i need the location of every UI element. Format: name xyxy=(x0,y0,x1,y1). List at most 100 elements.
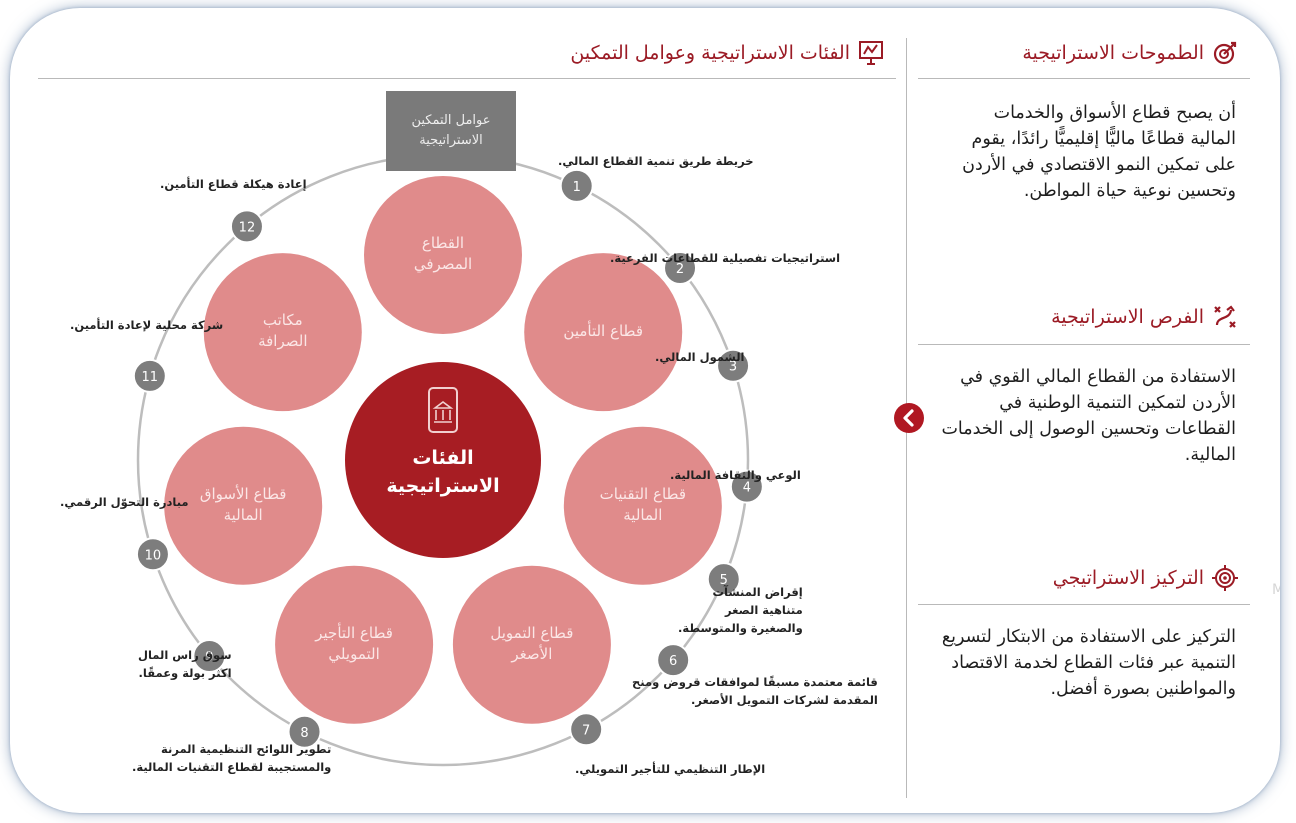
petal-label-line1: قطاع التمويل xyxy=(490,623,574,642)
enabler-badge xyxy=(729,469,764,504)
bank-phone-icon xyxy=(428,387,458,433)
enabler-label: إقراض المنشآت متناهية الصغر والصغيرة والمت… xyxy=(678,583,803,637)
enabler-number: 3 xyxy=(729,360,737,375)
enabler-number: 7 xyxy=(582,723,590,738)
enabler-badge xyxy=(559,168,594,203)
enabler-label-line: سوق راس المال xyxy=(138,648,232,662)
enabler-number: 9 xyxy=(205,650,213,665)
ambitions-heading: الطموحات الاستراتيجية xyxy=(1022,40,1238,66)
enabler-label-line: إعادة هيكلة قطاع التأمين. xyxy=(160,177,307,191)
focus-heading: التركيز الاستراتيجي xyxy=(1053,565,1238,591)
enabler-label-line: إقراض المنشآت xyxy=(712,585,803,599)
enabler-label: مبادرة التحوّل الرقمي. xyxy=(60,493,189,511)
enabler-number: 11 xyxy=(142,370,159,385)
slide-card: الطموحات الاستراتيجية أن يصبح قطاع الأسو… xyxy=(10,8,1280,813)
petal-label-line1: قطاع التأمين xyxy=(563,322,643,341)
petal-label: قطاع التمويل الأصغر xyxy=(477,623,587,665)
petal-circle xyxy=(364,176,522,334)
enabler-label-line: الشمول المالي. xyxy=(655,350,745,364)
enabler-label-line: الإطار التنظيمي للتأجير التمويلي. xyxy=(575,762,766,776)
enabler-label-line: قائمة معتمدة مسبقًا لموافقات قروض ومنح xyxy=(632,675,878,689)
enabler-label-line: خريطة طريق تنمية القطاع المالي. xyxy=(558,154,754,168)
enabler-badge xyxy=(656,643,691,678)
enabler-badge xyxy=(229,209,264,244)
strategy-play-icon xyxy=(1214,305,1236,328)
diagram-title: الفئات الاستراتيجية وعوامل التمكين xyxy=(570,42,850,64)
enablers-box-line1: عوامل التمكين xyxy=(411,113,491,128)
bank-glyph xyxy=(432,401,454,423)
enablers-box: عوامل التمكين الاستراتيجية xyxy=(386,91,516,171)
enabler-badge xyxy=(135,537,170,572)
enabler-badge xyxy=(287,714,322,749)
enabler-label-line: استراتيجيات تفصيلية للقطاعات الفرعية. xyxy=(610,251,841,265)
enabler-number: 6 xyxy=(669,654,677,669)
petal-circle xyxy=(563,426,722,585)
ambitions-divider xyxy=(918,78,1250,79)
enabler-label-line: شركة محلية لإعادة التأمين. xyxy=(70,318,224,332)
enabler-label-line: المقدمة لشركات التمويل الأصغر. xyxy=(691,693,878,707)
chevron-left-icon xyxy=(903,409,914,427)
petal-label-line1: قطاع التأجير xyxy=(315,623,393,642)
enabler-number: 8 xyxy=(300,726,308,741)
focus-text: التركيز على الاستفادة من الابتكار لتسريع… xyxy=(941,627,1236,699)
petal-label-line2: الأصغر xyxy=(511,644,553,663)
petal-circle xyxy=(203,253,362,412)
enabler-label-line: اكثر بولة وعمقًا. xyxy=(138,666,232,680)
opportunities-title: الفرص الاستراتيجية xyxy=(1051,306,1204,328)
target-arrow-icon xyxy=(1213,41,1237,65)
enabler-label: شركة محلية لإعادة التأمين. xyxy=(70,316,223,334)
enabler-label: خريطة طريق تنمية القطاع المالي. xyxy=(558,152,754,170)
enabler-label: إعادة هيكلة قطاع التأمين. xyxy=(160,175,307,193)
enabler-badge xyxy=(569,712,604,747)
petal-label-line2: المصرفي xyxy=(413,255,473,273)
ambitions-text: أن يصبح قطاع الأسواق والخدمات المالية قط… xyxy=(962,103,1236,201)
enabler-badge xyxy=(663,251,698,286)
focus-title: التركيز الاستراتيجي xyxy=(1052,567,1204,589)
petal-label: قطاع التأجير التمويلي xyxy=(299,623,409,665)
petal-label-line1: قطاع التقنيات xyxy=(599,484,686,503)
center-label-line1: الفئات xyxy=(412,447,474,469)
enabler-badge xyxy=(192,639,227,674)
ghost-letter: M xyxy=(1272,582,1280,598)
enabler-label-line: مبادرة التحوّل الرقمي. xyxy=(60,495,189,509)
petal-circle xyxy=(275,565,434,724)
enabler-number: 1 xyxy=(573,180,581,195)
opportunities-text: الاستفادة من القطاع المالي القوي في الأر… xyxy=(941,367,1236,465)
enabler-label: سوق راس المال اكثر بولة وعمقًا. xyxy=(138,646,232,682)
enabler-number: 5 xyxy=(720,573,728,588)
center-label-line2: الاستراتيجية xyxy=(386,475,500,497)
enabler-number: 12 xyxy=(239,220,256,235)
petal-label-line2: المالية xyxy=(223,505,263,524)
enabler-label-line: والصغيرة والمتوسطة. xyxy=(678,621,803,635)
opportunities-divider xyxy=(918,344,1250,345)
presentation-board-icon xyxy=(859,41,883,65)
diagram-divider xyxy=(38,78,896,79)
enabler-label: تطوير اللوائح التنظيمية المرنة والمستجيبة… xyxy=(132,740,331,776)
enabler-badge xyxy=(716,348,751,383)
petal-label: قطاع التأمين xyxy=(548,321,658,342)
petal-circle xyxy=(524,253,683,412)
enabler-label-line: تطوير اللوائح التنظيمية المرنة xyxy=(161,742,332,756)
enabler-number: 4 xyxy=(743,481,751,496)
petal-label-line2: الصرافة xyxy=(258,332,308,351)
petal-circle xyxy=(452,565,611,724)
petal-label-line2: التمويلي xyxy=(328,644,380,663)
center-label: الفئات الاستراتيجية xyxy=(363,444,523,500)
diagram-heading: الفئات الاستراتيجية وعوامل التمكين xyxy=(570,40,884,66)
center-circle xyxy=(345,362,541,558)
focus-divider xyxy=(918,604,1250,605)
enabler-label-line: الوعي والثقافة المالية. xyxy=(670,468,801,482)
enabler-label: استراتيجيات تفصيلية للقطاعات الفرعية. xyxy=(610,249,840,267)
enabler-number: 10 xyxy=(145,548,162,563)
petal-label: القطاع المصرفي xyxy=(388,233,498,275)
enabler-label: قائمة معتمدة مسبقًا لموافقات قروض ومنح ال… xyxy=(632,673,878,709)
enabler-label-line: والمستجيبة لقطاع التقنيات المالية. xyxy=(132,760,332,774)
petal-label-line1: القطاع xyxy=(421,234,465,252)
prev-slide-button[interactable] xyxy=(894,403,924,433)
enablers-box-line2: الاستراتيجية xyxy=(419,133,483,148)
enabler-label-line: متناهية الصغر xyxy=(725,603,803,617)
enabler-number: 2 xyxy=(676,262,684,277)
enabler-badge xyxy=(132,358,167,393)
